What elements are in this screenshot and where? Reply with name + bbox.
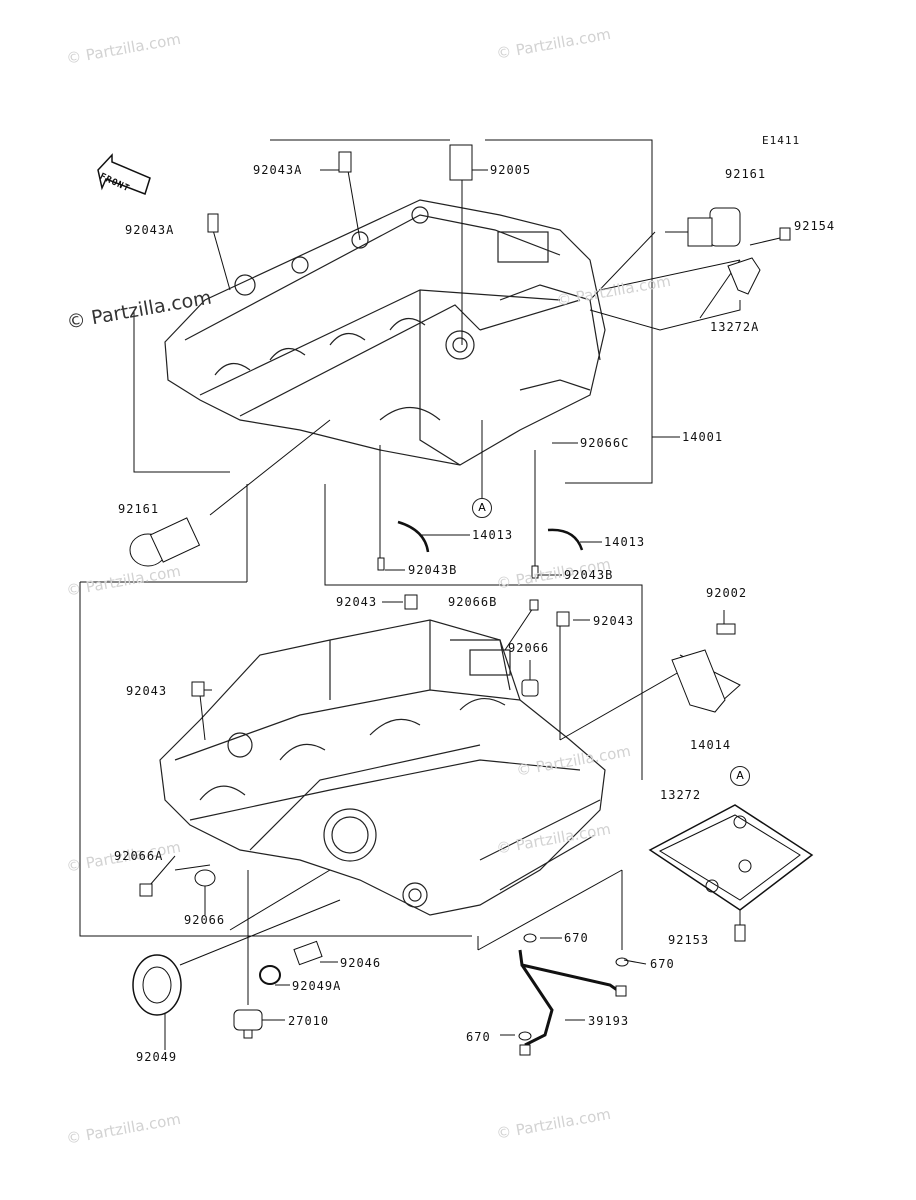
callout-a-gasket: A bbox=[730, 766, 750, 786]
part-label[interactable]: 92043B bbox=[408, 563, 458, 577]
part-label[interactable]: 92002 bbox=[706, 586, 748, 600]
part-label[interactable]: 92066A bbox=[114, 849, 164, 863]
switch-27010 bbox=[233, 1009, 263, 1039]
part-label[interactable]: 670 bbox=[466, 1030, 491, 1044]
part-label[interactable]: 92043B bbox=[564, 568, 614, 582]
dowel-pin-92043-1 bbox=[404, 594, 418, 610]
bracket-13272A bbox=[727, 257, 761, 295]
part-label[interactable]: 92066B bbox=[448, 595, 498, 609]
dowel-pin-92043A-1 bbox=[207, 213, 219, 233]
upper-case-frame-right bbox=[485, 139, 653, 484]
part-label[interactable]: 670 bbox=[650, 957, 675, 971]
dowel-pin-92043-3 bbox=[191, 681, 205, 697]
part-label[interactable]: 13272 bbox=[660, 788, 702, 802]
oil-pipe-39193 bbox=[518, 949, 621, 1047]
part-label[interactable]: 92049A bbox=[292, 979, 342, 993]
gasket-13272 bbox=[648, 804, 814, 911]
part-label[interactable]: 14014 bbox=[690, 738, 732, 752]
part-label[interactable]: 92154 bbox=[794, 219, 836, 233]
part-label[interactable]: 670 bbox=[564, 931, 589, 945]
upper-crankcase bbox=[164, 199, 606, 466]
part-label[interactable]: 27010 bbox=[288, 1014, 330, 1028]
part-label[interactable]: 39193 bbox=[588, 1014, 630, 1028]
part-label[interactable]: 14013 bbox=[472, 528, 514, 542]
part-label[interactable]: 92043 bbox=[336, 595, 378, 609]
part-label[interactable]: 92066C bbox=[580, 436, 630, 450]
part-label[interactable]: 14013 bbox=[604, 535, 646, 549]
part-label[interactable]: 92043A bbox=[253, 163, 303, 177]
part-label[interactable]: 92161 bbox=[118, 502, 160, 516]
part-label[interactable]: 13272A bbox=[710, 320, 760, 334]
part-label[interactable]: 92161 bbox=[725, 167, 767, 181]
part-label[interactable]: 14001 bbox=[682, 430, 724, 444]
dowel-pin-92043-2 bbox=[556, 611, 570, 627]
front-arrow-icon bbox=[97, 153, 151, 195]
part-label[interactable]: 92049 bbox=[136, 1050, 178, 1064]
part-label[interactable]: 92066 bbox=[184, 913, 226, 927]
oil-seal-92049 bbox=[132, 954, 182, 1016]
dowel-pin-92005 bbox=[449, 144, 473, 181]
diagram-code: E1411 bbox=[762, 134, 801, 147]
part-label[interactable]: 92066 bbox=[508, 641, 550, 655]
upper-case-frame bbox=[133, 312, 230, 473]
lower-case-frame-right bbox=[324, 484, 643, 780]
dowel-pin-92043A-2 bbox=[338, 151, 352, 173]
part-label[interactable]: 92153 bbox=[668, 933, 710, 947]
lower-crankcase bbox=[159, 619, 606, 916]
part-label[interactable]: 92005 bbox=[490, 163, 532, 177]
bearing-insert-14013-2 bbox=[547, 528, 584, 551]
plug-92161-left bbox=[129, 517, 201, 567]
bearing-insert-14013-1 bbox=[397, 520, 430, 553]
plug-92161-top bbox=[665, 207, 741, 247]
callout-a-top: A bbox=[472, 498, 492, 518]
part-label[interactable]: 92043A bbox=[125, 223, 175, 237]
part-label[interactable]: 92046 bbox=[340, 956, 382, 970]
part-label[interactable]: 92043 bbox=[126, 684, 168, 698]
bushing-92046 bbox=[293, 940, 323, 966]
part-label[interactable]: 92043 bbox=[593, 614, 635, 628]
cover-14014 bbox=[671, 649, 726, 713]
lower-case-frame bbox=[79, 582, 472, 937]
